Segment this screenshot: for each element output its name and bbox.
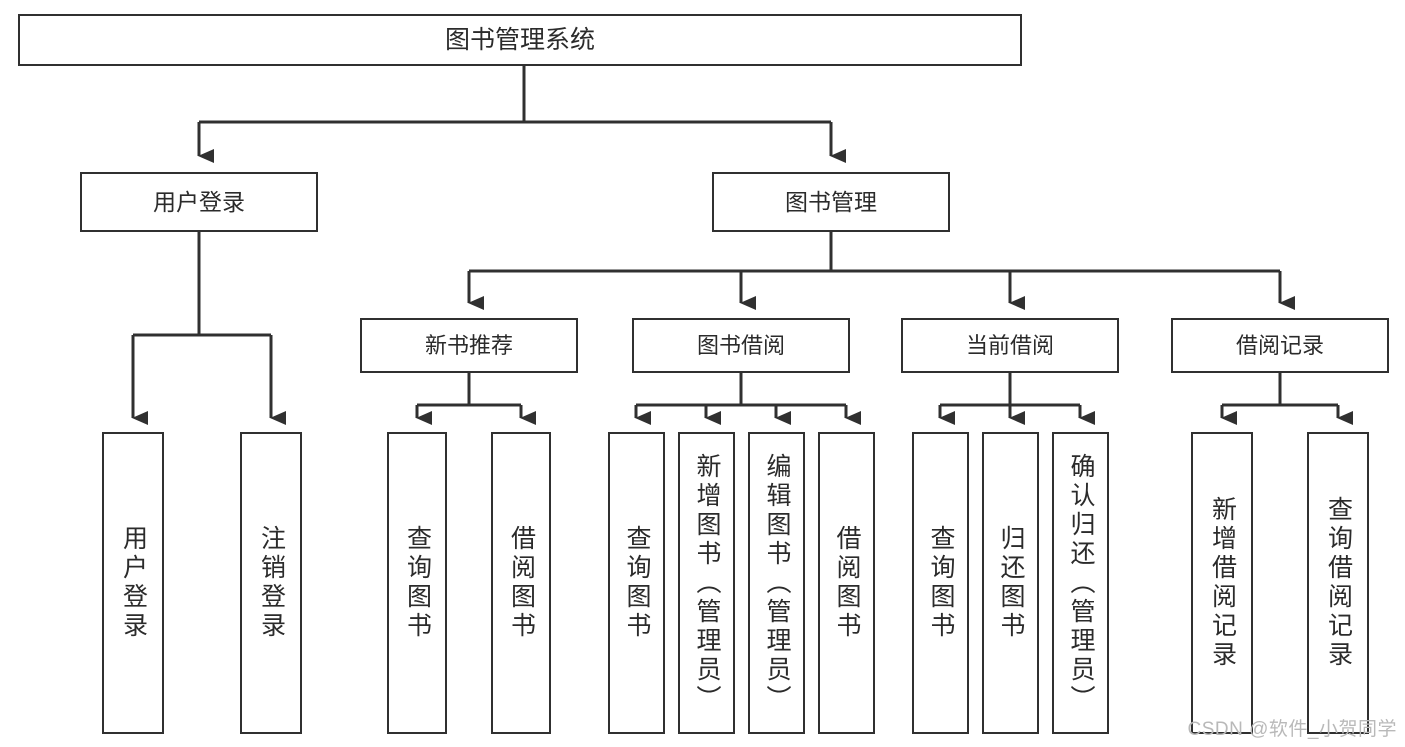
node-borrow-record[interactable]: 借阅记录 xyxy=(1171,318,1389,373)
node-new-book-recommend-label: 新书推荐 xyxy=(424,332,513,358)
leaf-record-add-record-label: 新增借阅记录 xyxy=(1208,496,1237,670)
leaf-borrow-borrow-book[interactable]: 借阅图书 xyxy=(818,432,875,734)
leaf-borrow-add-book-admin[interactable]: 新增图书（管理员） xyxy=(678,432,735,734)
leaf-record-add-record[interactable]: 新增借阅记录 xyxy=(1191,432,1253,734)
node-book-management-label: 图书管理 xyxy=(785,188,877,215)
node-root-system[interactable]: 图书管理系统 xyxy=(18,14,1022,66)
leaf-borrow-add-book-admin-label: 新增图书（管理员） xyxy=(693,452,721,714)
leaf-record-query-record-label: 查询借阅记录 xyxy=(1324,496,1353,670)
leaf-current-confirm-return-admin[interactable]: 确认归还（管理员） xyxy=(1052,432,1109,734)
leaf-user-login-logout-label: 注销登录 xyxy=(257,525,286,641)
node-book-management[interactable]: 图书管理 xyxy=(712,172,950,232)
csdn-watermark: CSDN @软件_小贺同学 xyxy=(1187,719,1397,740)
leaf-user-login-login-label: 用户登录 xyxy=(119,525,148,641)
node-book-borrow[interactable]: 图书借阅 xyxy=(632,318,850,373)
leaf-record-query-record[interactable]: 查询借阅记录 xyxy=(1307,432,1369,734)
leaf-current-query-book-label: 查询图书 xyxy=(927,525,955,641)
leaf-current-confirm-return-admin-label: 确认归还（管理员） xyxy=(1067,452,1095,714)
leaf-new-book-query-label: 查询图书 xyxy=(403,525,432,641)
node-new-book-recommend[interactable]: 新书推荐 xyxy=(360,318,578,373)
leaf-current-query-book[interactable]: 查询图书 xyxy=(912,432,969,734)
leaf-user-login-login[interactable]: 用户登录 xyxy=(102,432,164,734)
leaf-current-return-book[interactable]: 归还图书 xyxy=(982,432,1039,734)
leaf-borrow-query-book[interactable]: 查询图书 xyxy=(608,432,665,734)
leaf-current-return-book-label: 归还图书 xyxy=(997,525,1025,641)
node-user-login[interactable]: 用户登录 xyxy=(80,172,318,232)
node-book-borrow-label: 图书借阅 xyxy=(696,332,785,358)
node-current-borrow[interactable]: 当前借阅 xyxy=(901,318,1119,373)
leaf-new-book-query[interactable]: 查询图书 xyxy=(387,432,447,734)
leaf-user-login-logout[interactable]: 注销登录 xyxy=(240,432,302,734)
leaf-borrow-borrow-book-label: 借阅图书 xyxy=(833,525,861,641)
leaf-new-book-borrow[interactable]: 借阅图书 xyxy=(491,432,551,734)
leaf-borrow-edit-book-admin[interactable]: 编辑图书（管理员） xyxy=(748,432,805,734)
node-user-login-label: 用户登录 xyxy=(153,188,245,215)
node-current-borrow-label: 当前借阅 xyxy=(965,332,1054,358)
node-borrow-record-label: 借阅记录 xyxy=(1235,332,1324,358)
leaf-borrow-query-book-label: 查询图书 xyxy=(623,525,651,641)
node-root-system-label: 图书管理系统 xyxy=(444,25,595,54)
leaf-borrow-edit-book-admin-label: 编辑图书（管理员） xyxy=(763,452,791,714)
leaf-new-book-borrow-label: 借阅图书 xyxy=(507,525,536,641)
